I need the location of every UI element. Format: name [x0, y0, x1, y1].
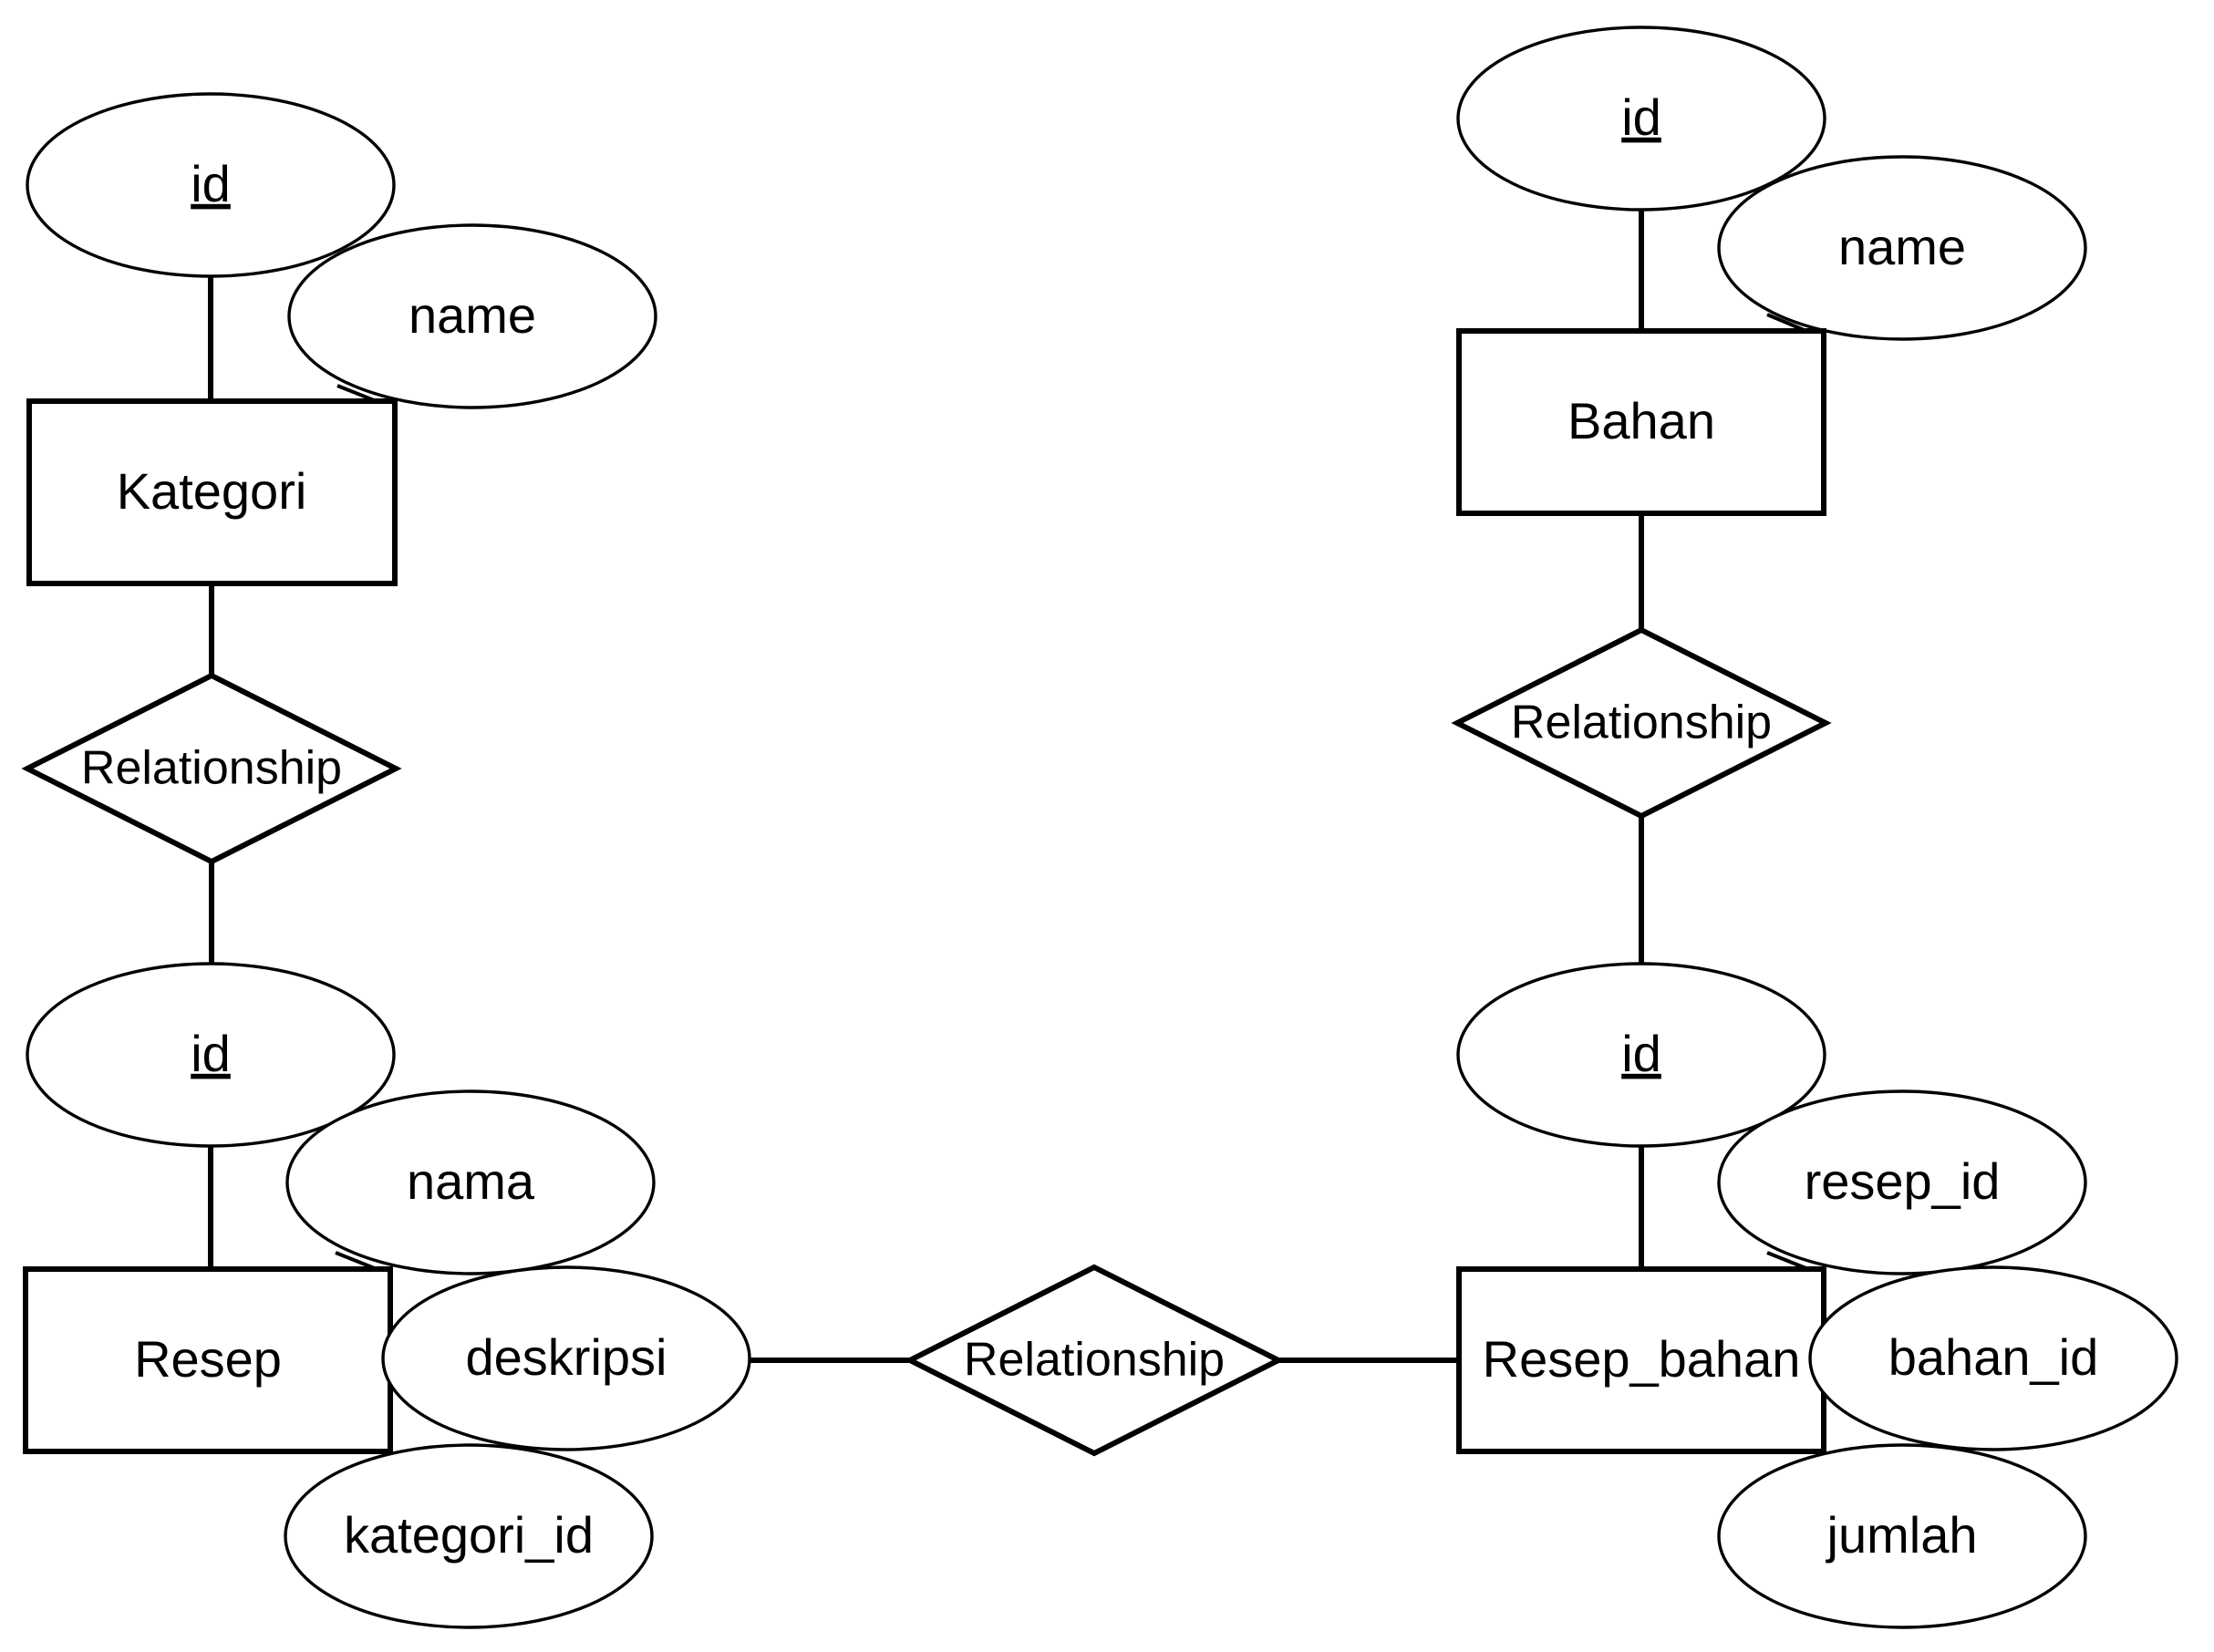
- entity-group-bahan[interactable]: id name Bahan: [1456, 26, 2087, 516]
- relationship-group-bahan-resep-bahan[interactable]: Relationship: [1451, 626, 1832, 820]
- attribute-ellipse-resep-bahan-bahan-id[interactable]: [1808, 1265, 2178, 1451]
- attribute-label-resep-kategori-id: kategori_id: [344, 1506, 594, 1564]
- attribute-ellipse-resep-kategori-id[interactable]: [284, 1443, 654, 1629]
- relationship-group-kategori-resep[interactable]: Relationship: [21, 672, 402, 865]
- entity-label-resep-bahan: Resep_bahan: [1483, 1330, 1801, 1388]
- attribute-label-resep-bahan-bahan-id: bahan_id: [1888, 1328, 2098, 1386]
- attribute-label-resep-bahan-resep-id: resep_id: [1805, 1152, 2001, 1210]
- relationship-diamond-kategori-resep[interactable]: [21, 672, 402, 865]
- attribute-ellipse-resep-bahan-id[interactable]: [1456, 962, 1826, 1148]
- attribute-ellipse-resep-id[interactable]: [26, 962, 396, 1148]
- attribute-ellipse-resep-nama[interactable]: [285, 1089, 656, 1275]
- relationship-group-resep-resep-bahan[interactable]: Relationship: [904, 1264, 1285, 1457]
- attribute-ellipse-bahan-name[interactable]: [1717, 155, 2087, 341]
- entity-label-kategori: Kategori: [117, 462, 307, 520]
- attribute-ellipse-resep-bahan-resep-id[interactable]: [1717, 1089, 2087, 1275]
- entity-group-kategori[interactable]: id name Kategori: [26, 92, 657, 586]
- entity-box-bahan[interactable]: [1456, 328, 1826, 516]
- attribute-label-kategori-name: name: [409, 286, 536, 344]
- attribute-ellipse-kategori-id[interactable]: [26, 92, 396, 278]
- attribute-ellipse-bahan-id[interactable]: [1456, 26, 1826, 212]
- attribute-label-resep-deskripsi: deskripsi: [466, 1328, 667, 1386]
- entity-label-resep: Resep: [134, 1330, 282, 1388]
- relationship-diamond-resep-resep-bahan[interactable]: [904, 1264, 1285, 1457]
- entity-box-kategori[interactable]: [26, 398, 398, 586]
- attribute-label-resep-bahan-jumlah: jumlah: [1826, 1506, 1978, 1564]
- entity-box-resep-bahan[interactable]: [1456, 1266, 1826, 1454]
- relationship-label-bahan-resep-bahan: Relationship: [1511, 697, 1772, 749]
- attribute-ellipse-resep-deskripsi[interactable]: [381, 1265, 751, 1451]
- entity-label-bahan: Bahan: [1567, 392, 1715, 449]
- entity-group-resep[interactable]: id nama Resep deskripsi kategori_id: [23, 962, 751, 1629]
- relationship-label-kategori-resep: Relationship: [81, 742, 342, 795]
- attribute-label-bahan-name: name: [1838, 218, 1966, 275]
- attribute-label-resep-bahan-id: id: [1621, 1025, 1661, 1082]
- attribute-ellipse-kategori-name[interactable]: [287, 223, 657, 409]
- relationship-label-resep-resep-bahan: Relationship: [964, 1334, 1225, 1387]
- entity-box-resep[interactable]: [23, 1266, 393, 1454]
- attribute-label-resep-nama: nama: [407, 1152, 535, 1210]
- entity-group-resep-bahan[interactable]: id resep_id Resep_bahan bahan_id jumlah: [1456, 962, 2178, 1629]
- attribute-label-bahan-id: id: [1621, 88, 1661, 146]
- attribute-label-resep-id: id: [191, 1025, 231, 1082]
- attribute-ellipse-resep-bahan-jumlah[interactable]: [1717, 1443, 2087, 1629]
- attribute-label-kategori-id: id: [191, 155, 231, 212]
- relationship-diamond-bahan-resep-bahan[interactable]: [1451, 626, 1832, 820]
